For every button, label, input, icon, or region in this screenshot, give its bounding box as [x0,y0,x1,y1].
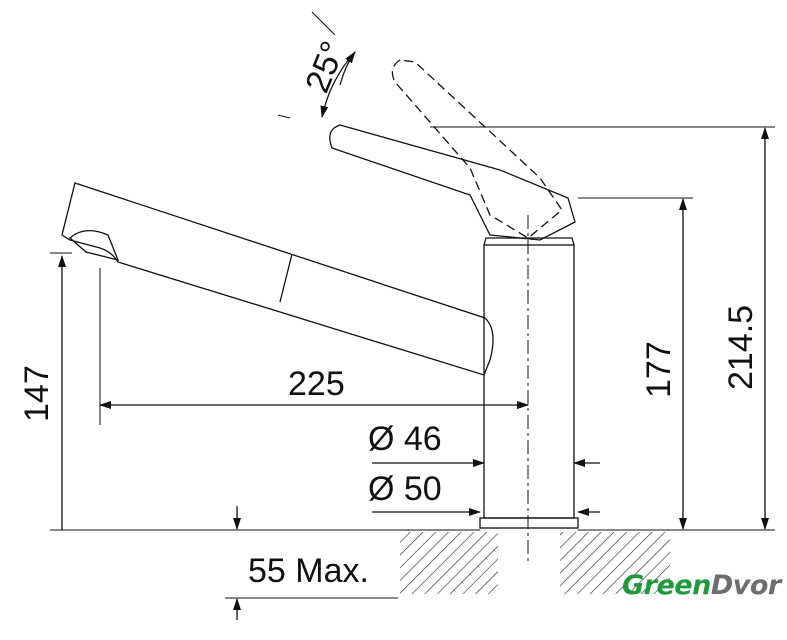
label-spout-reach: 225 [288,365,345,403]
label-base-diameter: Ø 50 [368,470,442,508]
label-column-height: 177 [640,341,678,398]
greendvor-logo: GreenDvor [622,570,781,601]
label-countertop-thickness: 55 Max. [248,552,369,590]
label-spout-height: 147 [18,365,56,422]
column [483,244,575,519]
countertop-left [400,532,498,594]
base-plate [479,517,579,529]
spout [61,182,494,376]
lever [329,124,576,241]
lever-open-position [391,59,563,239]
spout-aerator [69,230,120,261]
logo-part-green: Green [622,570,711,601]
logo-part-dvor: Dvor [710,570,781,601]
label-column-diameter: Ø 46 [368,420,442,458]
countertop-right [560,532,670,594]
label-total-height: 214.5 [722,305,760,390]
column-cap [483,237,575,246]
label-lever-angle: 25° [298,36,352,98]
spout-joint [279,253,293,303]
